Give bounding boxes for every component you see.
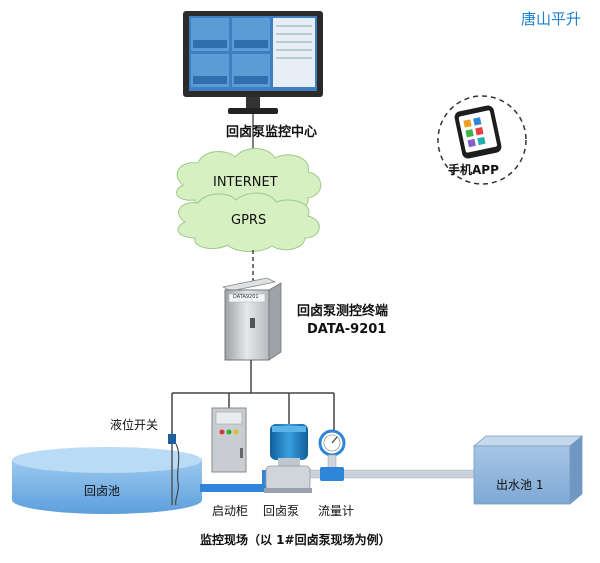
pool-label: 回卤池 <box>84 484 121 498</box>
app-label: 手机APP <box>448 163 499 177</box>
brand-label: 唐山平升 <box>521 10 582 28</box>
cloud-internet-label: INTERNET <box>213 175 278 190</box>
cloud-gprs-label: GPRS <box>231 213 267 228</box>
terminal-model: DATA-9201 <box>307 322 387 337</box>
phone-icon <box>437 95 527 185</box>
level-switch-icon <box>168 434 180 506</box>
flowmeter-label: 流量计 <box>318 504 355 518</box>
outlet-tank-label: 出水池 1 <box>496 478 544 492</box>
terminal-badge: DATA9201 <box>233 294 259 300</box>
terminal-label: 回卤泵测控终端 <box>297 304 389 319</box>
pump-label: 回卤泵 <box>263 504 300 518</box>
start-cabinet-icon <box>211 407 247 473</box>
monitor-icon <box>183 11 323 114</box>
pool-icon <box>12 447 202 514</box>
flowmeter-icon <box>318 429 346 481</box>
start-cabinet-label: 启动柜 <box>212 504 249 518</box>
level-switch-label: 液位开关 <box>110 418 159 432</box>
caption: 监控现场（以 1#回卤泵现场为例） <box>200 533 391 547</box>
terminal-cabinet-icon <box>221 277 282 361</box>
tank-icon <box>472 435 584 505</box>
field-wiring <box>171 360 335 436</box>
pump-icon <box>264 424 312 493</box>
center-label: 回卤泵监控中心 <box>226 125 318 140</box>
cloud-icon <box>176 148 322 252</box>
